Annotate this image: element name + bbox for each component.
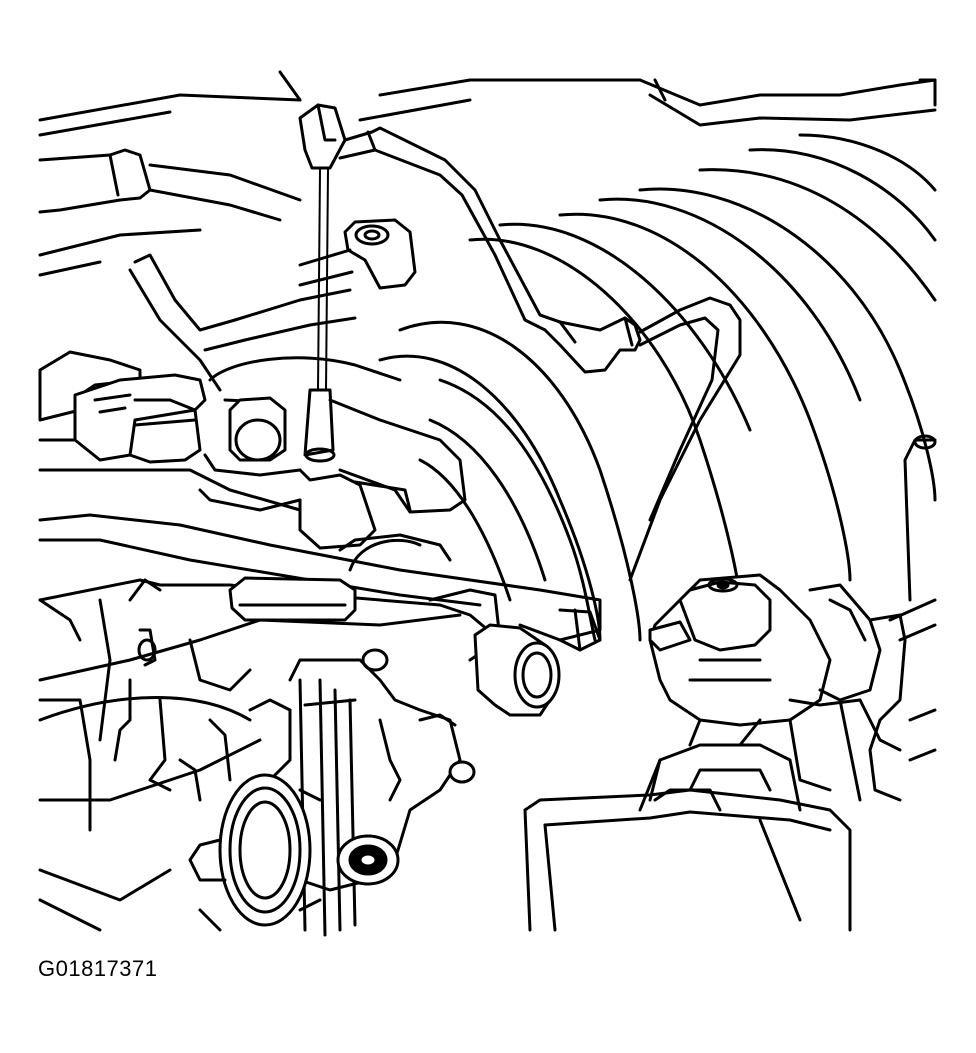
left-vacuum-hose	[38, 148, 302, 277]
sensor-harness	[298, 103, 742, 582]
engine-line-drawing	[38, 70, 937, 937]
bent-vacuum-tube	[128, 253, 357, 392]
intake-manifold-runners	[378, 133, 937, 642]
throttle-pulley	[188, 773, 322, 932]
figure-id-label: G01817371	[38, 956, 158, 981]
idle-air-control-assembly	[648, 573, 937, 802]
center-pipe-assembly	[198, 356, 467, 572]
upper-rail-lines	[38, 70, 937, 137]
lower-right-canister	[523, 698, 862, 932]
rail-mount-bolt	[473, 608, 602, 717]
throttle-position-sensor	[248, 648, 476, 937]
lower-left-housing	[38, 598, 232, 932]
bolt-boss-top	[298, 218, 417, 290]
left-electrical-connector	[38, 350, 302, 512]
